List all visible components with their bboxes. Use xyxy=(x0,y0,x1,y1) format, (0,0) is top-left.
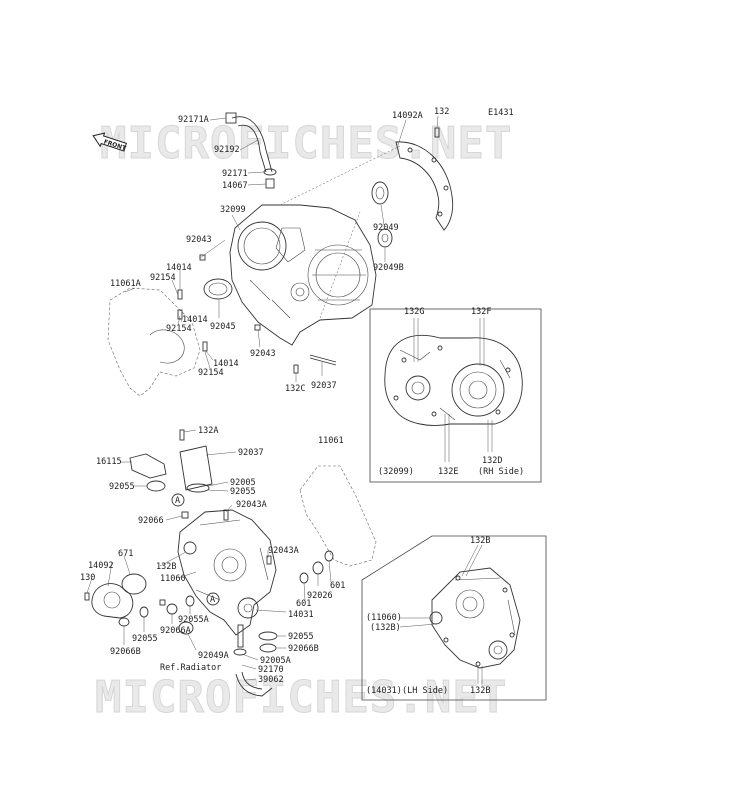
radiator-pipe xyxy=(233,624,273,697)
label-14014-a: 14014 xyxy=(166,263,192,273)
inset-lh-side: 132B (11060) (132B) 132B (14031) (LH Sid… xyxy=(361,535,547,701)
label-32099-assembly: (32099) xyxy=(378,467,414,477)
label-92045: 92045 xyxy=(210,322,236,332)
clutch-cover xyxy=(229,204,377,346)
ref-marker-a2: A xyxy=(206,592,220,606)
label-132c: 132C xyxy=(285,384,305,394)
label-132b-inset-bottom: 132B xyxy=(470,686,490,696)
label-132-top: 132 xyxy=(434,107,449,117)
oil-seal-92049b xyxy=(377,228,393,248)
label-132d: 132D xyxy=(482,456,502,466)
label-92055-a: 92055 xyxy=(109,482,135,492)
label-92066b: 92066B xyxy=(110,647,141,657)
oil-seal-92045 xyxy=(203,278,233,300)
watermark-bottom: MICROFICHES.NET xyxy=(95,672,507,723)
label-132b-inset-top: 132B xyxy=(470,536,490,546)
cover-plate xyxy=(395,141,454,231)
label-32099: 32099 xyxy=(220,205,246,215)
label-92049b: 92049B xyxy=(373,263,404,273)
label-92066a: 92066A xyxy=(160,626,191,636)
label-92043-b: 92043 xyxy=(250,349,276,359)
label-92043-a: 92043 xyxy=(186,235,212,245)
label-ref-radiator: Ref.Radiator xyxy=(160,663,221,673)
label-132a: 132A xyxy=(198,426,218,436)
label-92066b-2: 92066B xyxy=(288,644,319,654)
label-11060: 11060 xyxy=(160,574,186,584)
label-92055-d: 92055 xyxy=(288,632,314,642)
label-39062: 39062 xyxy=(258,675,284,685)
marker-a2-text: A xyxy=(210,595,215,605)
label-14014-b: 14014 xyxy=(182,315,208,325)
leaders-lower xyxy=(86,429,332,681)
label-92055a: 92055A xyxy=(178,615,209,625)
label-14092: 14092 xyxy=(88,561,114,571)
label-92055-c: 92055 xyxy=(132,634,158,644)
shaft-92037 xyxy=(179,429,213,493)
label-11060-inset: (11060) xyxy=(366,613,402,623)
label-92049: 92049 xyxy=(373,223,399,233)
cover-14092 xyxy=(91,583,134,619)
leaders-upper xyxy=(124,115,439,382)
label-92170: 92170 xyxy=(258,665,284,675)
label-601-a: 601 xyxy=(330,581,345,591)
label-671: 671 xyxy=(118,549,133,559)
label-92043a-2: 92043A xyxy=(268,546,299,556)
watermark-top: MICROFICHES.NET xyxy=(100,118,512,169)
label-92171: 92171 xyxy=(222,169,248,179)
gasket-11061a xyxy=(107,287,201,397)
ref-marker-a1: A xyxy=(171,493,185,507)
label-lh-side: (LH Side) xyxy=(402,686,448,696)
label-92154-b: 92154 xyxy=(166,324,192,334)
label-92043a: 92043A xyxy=(236,500,267,510)
inset-rh-side: 132G 132F 132E 132D (32099) (RH Side) xyxy=(369,307,542,483)
label-14067: 14067 xyxy=(222,181,248,191)
gasket-11061 xyxy=(299,465,377,567)
label-132f: 132F xyxy=(471,307,491,317)
label-601-b: 601 xyxy=(296,599,311,609)
label-92154-a: 92154 xyxy=(150,273,176,283)
label-132b-inset-mid: (132B) xyxy=(370,623,401,633)
label-132b: 132B xyxy=(156,562,176,572)
label-14092a: 14092A xyxy=(392,111,423,121)
label-130: 130 xyxy=(80,573,95,583)
label-92005a: 92005A xyxy=(260,656,291,666)
label-92192: 92192 xyxy=(214,145,240,155)
marker-a1-text: A xyxy=(175,496,180,506)
generator-cover xyxy=(177,509,277,636)
label-92049a: 92049A xyxy=(198,651,229,661)
label-92066: 92066 xyxy=(138,516,164,526)
label-92037-b: 92037 xyxy=(238,448,264,458)
label-92154-c: 92154 xyxy=(198,368,224,378)
diagram-id: E1431 xyxy=(488,108,514,118)
label-92055-b: 92055 xyxy=(230,487,256,497)
label-92171a: 92171A xyxy=(178,115,209,125)
upper-bolts xyxy=(177,127,440,374)
label-132e: 132E xyxy=(438,467,458,477)
label-11061a: 11061A xyxy=(110,279,141,289)
label-92026: 92026 xyxy=(307,591,333,601)
label-14031-assembly: (14031) xyxy=(366,686,402,696)
label-132g: 132G xyxy=(404,307,424,317)
label-rh-side: (RH Side) xyxy=(478,467,524,477)
oil-filler-cap xyxy=(129,453,167,492)
o-ring-671 xyxy=(121,573,147,595)
label-14014-c: 14014 xyxy=(213,359,239,369)
label-11061: 11061 xyxy=(318,436,344,446)
oil-seal-92049 xyxy=(371,181,389,205)
label-92005: 92005 xyxy=(230,478,256,488)
label-16115: 16115 xyxy=(96,457,122,467)
label-14031: 14031 xyxy=(288,610,314,620)
label-92037-a: 92037 xyxy=(311,381,337,391)
